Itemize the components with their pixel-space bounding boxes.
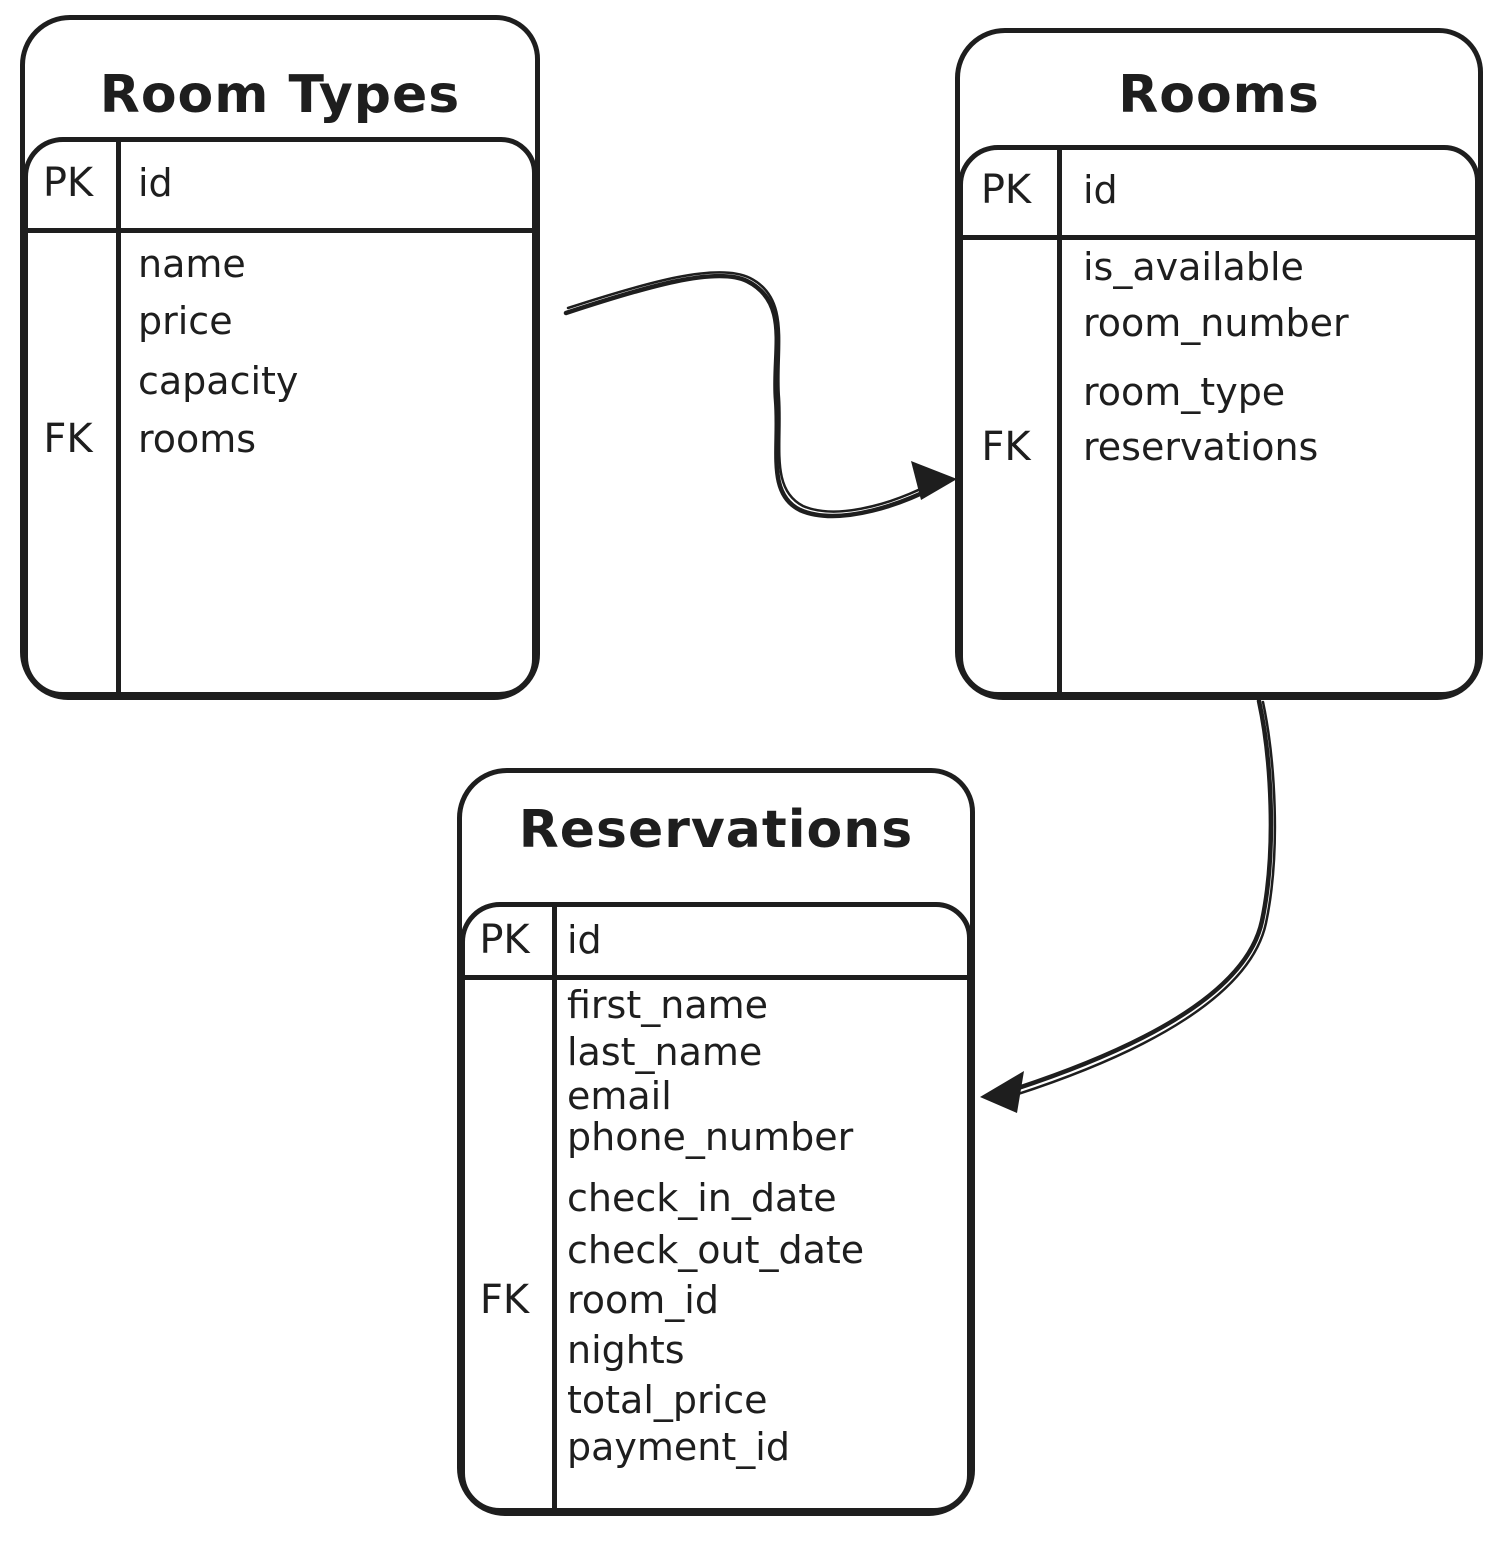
entity-room-types-field-box: [23, 137, 537, 697]
field-row: capacity: [20, 359, 540, 403]
field-name: nights: [567, 1328, 685, 1372]
field-name: name: [138, 242, 246, 286]
pk-field-name: id: [1083, 168, 1118, 212]
field-row: total_price: [457, 1378, 975, 1422]
pk-badge: PK: [980, 167, 1032, 213]
entity-reservations-pk-row: PK id: [457, 918, 975, 962]
field-name: room_id: [567, 1278, 719, 1322]
pk-badge: PK: [479, 917, 530, 963]
entity-rooms-pk-row: PK id: [955, 168, 1483, 212]
entity-reservations: Reservations PK id first_name last_name …: [457, 768, 975, 1516]
field-row: room_type: [955, 370, 1483, 414]
field-name: check_in_date: [567, 1176, 837, 1220]
entity-rooms-pk-row-divider: [958, 235, 1480, 240]
field-name: rooms: [138, 417, 257, 461]
field-row: payment_id: [457, 1425, 975, 1469]
entity-reservations-key-column-divider: [552, 902, 557, 1513]
field-row: FK reservations: [955, 425, 1483, 469]
field-row: check_out_date: [457, 1228, 975, 1272]
field-name: payment_id: [567, 1425, 790, 1469]
arrow-room-types-to-rooms-line-sketch: [566, 271, 943, 513]
field-row: last_name: [457, 1030, 975, 1074]
entity-rooms-key-column-divider: [1057, 145, 1062, 697]
arrow-room-types-to-rooms: [563, 271, 957, 519]
field-row: name: [20, 242, 540, 286]
field-name: email: [567, 1074, 672, 1118]
fk-badge: FK: [43, 416, 93, 462]
field-name: first_name: [567, 983, 769, 1027]
field-row: check_in_date: [457, 1176, 975, 1220]
field-name: reservations: [1083, 425, 1319, 469]
entity-room-types: Room Types PK id name price capacity FK …: [20, 15, 540, 700]
field-name: room_number: [1083, 301, 1349, 345]
field-row: is_available: [955, 245, 1483, 289]
field-name: check_out_date: [567, 1228, 865, 1272]
entity-reservations-field-box: [460, 902, 972, 1513]
field-row: room_number: [955, 301, 1483, 345]
pk-badge: PK: [42, 160, 94, 206]
field-name: last_name: [567, 1030, 763, 1074]
entity-rooms-field-box: [958, 145, 1480, 697]
entity-room-types-title: Room Types: [99, 65, 461, 125]
field-row: FK rooms: [20, 417, 540, 461]
entity-rooms: Rooms PK id is_available room_number roo…: [955, 28, 1483, 700]
arrow-rooms-to-reservations-line: [1003, 698, 1274, 1095]
entity-room-types-pk-row-divider: [23, 228, 537, 233]
field-name: phone_number: [567, 1115, 854, 1159]
field-row: price: [20, 299, 540, 343]
field-name: total_price: [567, 1378, 768, 1422]
field-name: price: [138, 299, 233, 343]
pk-field-name: id: [567, 918, 602, 962]
arrowhead-icon: [911, 461, 957, 500]
field-row: first_name: [457, 983, 975, 1027]
fk-badge: FK: [479, 1277, 530, 1323]
field-row: phone_number: [457, 1115, 975, 1159]
entity-room-types-frame: [20, 15, 540, 700]
field-name: capacity: [138, 359, 299, 403]
field-name: is_available: [1083, 245, 1304, 289]
entity-reservations-title: Reservations: [518, 800, 914, 860]
pk-field-name: id: [138, 161, 173, 205]
arrow-room-types-to-rooms-line: [563, 273, 946, 519]
entity-reservations-frame: [457, 768, 975, 1516]
field-name: room_type: [1083, 370, 1286, 414]
entity-rooms-title: Rooms: [1118, 65, 1320, 125]
field-row: FK room_id: [457, 1278, 975, 1322]
field-row: email: [457, 1074, 975, 1118]
field-row: nights: [457, 1328, 975, 1372]
arrow-rooms-to-reservations: [980, 698, 1277, 1113]
entity-room-types-pk-row: PK id: [20, 161, 540, 205]
entity-rooms-frame: [955, 28, 1483, 700]
entity-room-types-key-column-divider: [116, 137, 121, 697]
arrowhead-icon: [980, 1071, 1024, 1113]
fk-badge: FK: [981, 424, 1031, 470]
arrow-rooms-to-reservations-line-sketch: [1010, 700, 1277, 1098]
entity-reservations-pk-row-divider: [460, 975, 972, 980]
